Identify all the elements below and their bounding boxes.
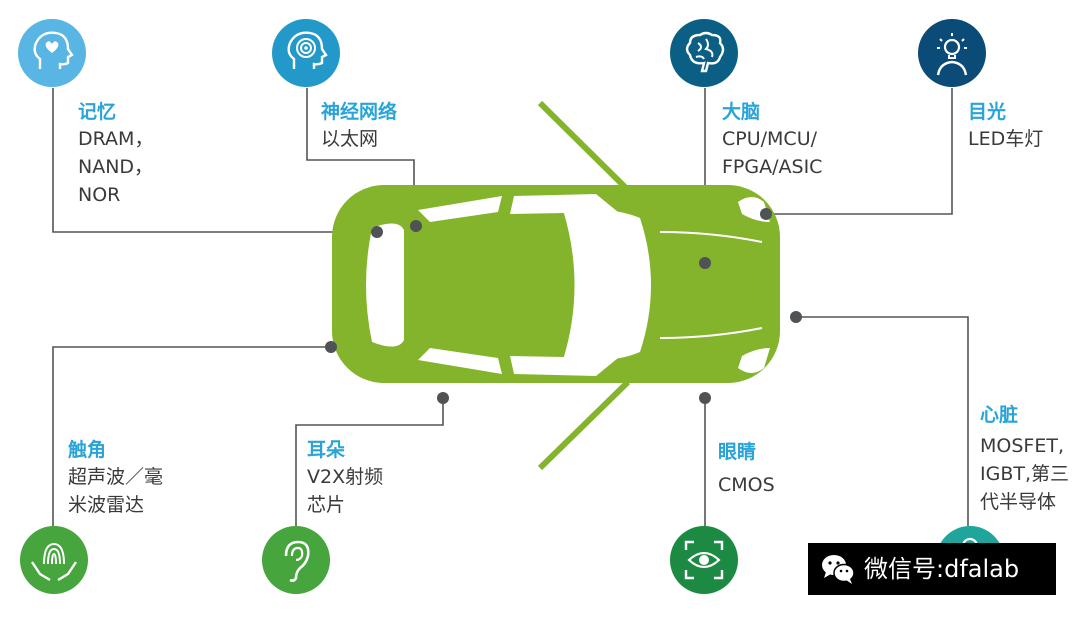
label-touch-line: 超声波／毫 bbox=[68, 466, 164, 488]
ear-icon bbox=[262, 526, 330, 594]
car-hood-line-bottom bbox=[659, 327, 763, 339]
label-memory-line: NOR bbox=[78, 184, 121, 206]
leader-memory bbox=[52, 88, 377, 233]
anchor-dot-eyesight bbox=[760, 208, 772, 220]
leader-eyesight bbox=[766, 88, 953, 215]
car-side-window-bottom-rear bbox=[418, 348, 502, 374]
label-memory-title: 记忆 bbox=[78, 101, 117, 123]
label-brain: 大脑 CPU/MCU/ FPGA/ASIC bbox=[722, 99, 822, 181]
anchor-dot-ear bbox=[437, 392, 449, 404]
car-rear-window bbox=[366, 223, 404, 347]
label-memory-line: DRAM， bbox=[78, 128, 154, 150]
car-body bbox=[332, 185, 780, 383]
anchor-dot-memory bbox=[371, 226, 383, 238]
anchor-dot-brain bbox=[699, 257, 711, 269]
leader-touch bbox=[52, 346, 331, 526]
label-ear-line: 芯片 bbox=[307, 494, 346, 516]
anchor-dot-touch bbox=[325, 341, 337, 353]
car-hood-line-top bbox=[659, 231, 763, 243]
eye-scan-icon bbox=[670, 526, 738, 594]
wechat-watermark: 微信号:dfalab bbox=[808, 543, 1056, 595]
label-heart-line: 代半导体 bbox=[980, 491, 1057, 513]
label-neural-title: 神经网络 bbox=[321, 101, 398, 123]
label-ear-title: 耳朵 bbox=[307, 439, 346, 461]
brain-icon bbox=[670, 19, 738, 87]
label-touch-line: 米波雷达 bbox=[68, 494, 145, 516]
anchor-dot-heart bbox=[790, 311, 802, 323]
car-side-window-bottom-front bbox=[510, 356, 618, 376]
label-touch-title: 触角 bbox=[68, 439, 107, 461]
label-eyesight-title: 目光 bbox=[968, 101, 1007, 123]
label-ear: 耳朵 V2X射频 芯片 bbox=[307, 437, 383, 519]
wechat-icon bbox=[822, 555, 855, 584]
head-heart-icon bbox=[18, 19, 86, 87]
label-eye-title: 眼睛 bbox=[718, 441, 757, 463]
car-door-lower bbox=[537, 379, 631, 471]
leader-heart bbox=[796, 316, 969, 526]
label-memory-line: NAND， bbox=[78, 156, 154, 178]
label-brain-line: FPGA/ASIC bbox=[722, 156, 823, 178]
leader-ear bbox=[295, 398, 444, 526]
car-side-window-top-rear bbox=[418, 196, 502, 222]
watermark-text: 微信号:dfalab bbox=[864, 555, 1020, 583]
label-heart: 心脏 MOSFET, IGBT,第三 代半导体 bbox=[980, 402, 1069, 516]
label-memory: 记忆 DRAM， NAND， NOR bbox=[78, 99, 153, 209]
anchor-dot-neural bbox=[410, 220, 422, 232]
head-network-icon bbox=[272, 19, 340, 87]
car-headlight-bottom bbox=[738, 348, 770, 373]
label-heart-line: IGBT,第三 bbox=[980, 463, 1070, 485]
label-eye-line: CMOS bbox=[718, 474, 775, 496]
label-ear-line: V2X射频 bbox=[307, 466, 384, 488]
label-heart-line: MOSFET, bbox=[980, 435, 1064, 457]
label-heart-title: 心脏 bbox=[980, 404, 1019, 426]
label-brain-title: 大脑 bbox=[722, 101, 761, 123]
label-neural-line: 以太网 bbox=[321, 128, 379, 150]
person-bulb-icon bbox=[918, 19, 986, 87]
label-eyesight: 目光 LED车灯 bbox=[968, 99, 1043, 153]
label-neural: 神经网络 以太网 bbox=[321, 99, 397, 153]
car-illustration bbox=[332, 100, 780, 471]
anchor-dot-eye bbox=[699, 392, 711, 404]
car-side-window-top-front bbox=[510, 194, 618, 214]
label-brain-line: CPU/MCU/ bbox=[722, 128, 817, 150]
label-eye: 眼睛 CMOS bbox=[718, 439, 775, 499]
label-eyesight-line: LED车灯 bbox=[968, 128, 1044, 150]
label-touch: 触角 超声波／毫 米波雷达 bbox=[68, 437, 163, 519]
hands-fingerprint-icon bbox=[20, 526, 88, 594]
car-windshield bbox=[563, 209, 651, 361]
car-door-upper bbox=[537, 100, 631, 193]
